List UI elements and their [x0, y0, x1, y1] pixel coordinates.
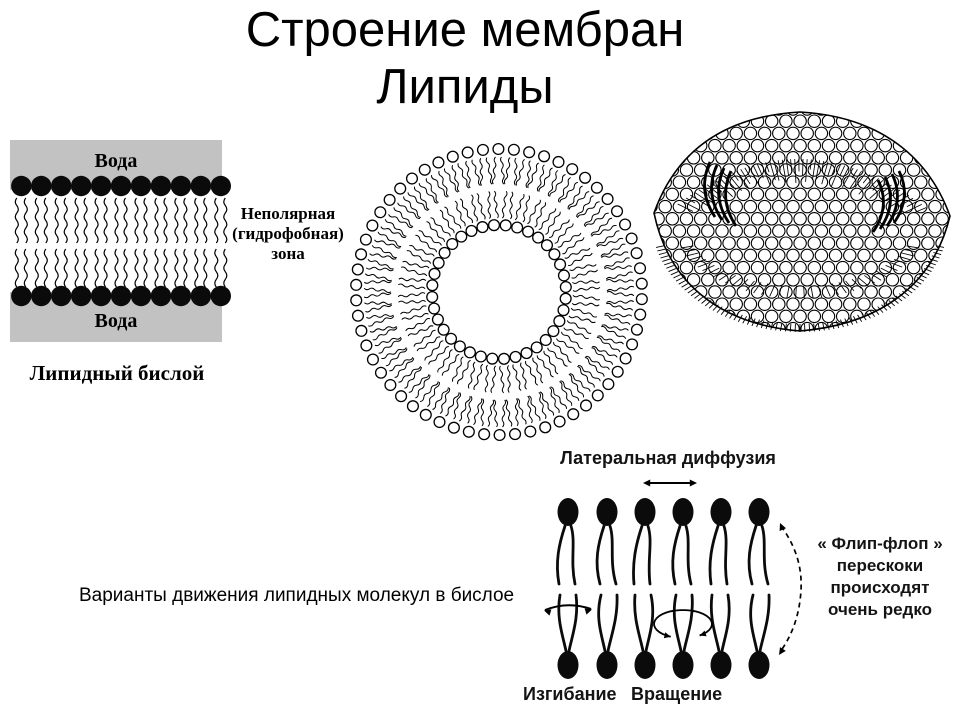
flip-flop-line4: очень редко [827, 600, 933, 619]
lipid-bilayer-figure [10, 140, 231, 342]
bilayer-caption: Липидный бислой [29, 361, 205, 385]
lateral-diffusion-label: Латеральная диффузия [560, 448, 776, 468]
lipid-movement-figure [544, 479, 802, 679]
title-line-2: Липиды [376, 60, 554, 114]
zone-label-line2: (гидрофобная) [232, 224, 344, 243]
flip-flop-line1: « Флип-флоп » [817, 534, 943, 553]
rotation-label: Вращение [631, 684, 723, 704]
flip-flop-line2: перескоки [836, 556, 924, 575]
water-label-top: Вода [94, 150, 138, 172]
zone-label-line3: зона [271, 244, 305, 263]
flip-flop-note: « Флип-флоп » перескоки происходят очень… [798, 533, 960, 621]
zone-label-line1: Неполярная [240, 204, 336, 223]
liposome-cross-section-figure [350, 142, 648, 442]
liposome-3d-figure [653, 111, 951, 332]
water-label-bottom: Вода [94, 310, 138, 332]
title-line-1: Строение мембран [245, 3, 685, 57]
flip-flop-line3: происходят [830, 578, 930, 597]
slide-title: Строение мембран Липиды [0, 2, 930, 116]
nonpolar-zone-label: Неполярная (гидрофобная) зона [224, 204, 352, 264]
movement-caption: Варианты движения липидных молекул в бис… [79, 585, 515, 606]
bending-label: Изгибание [523, 684, 617, 704]
